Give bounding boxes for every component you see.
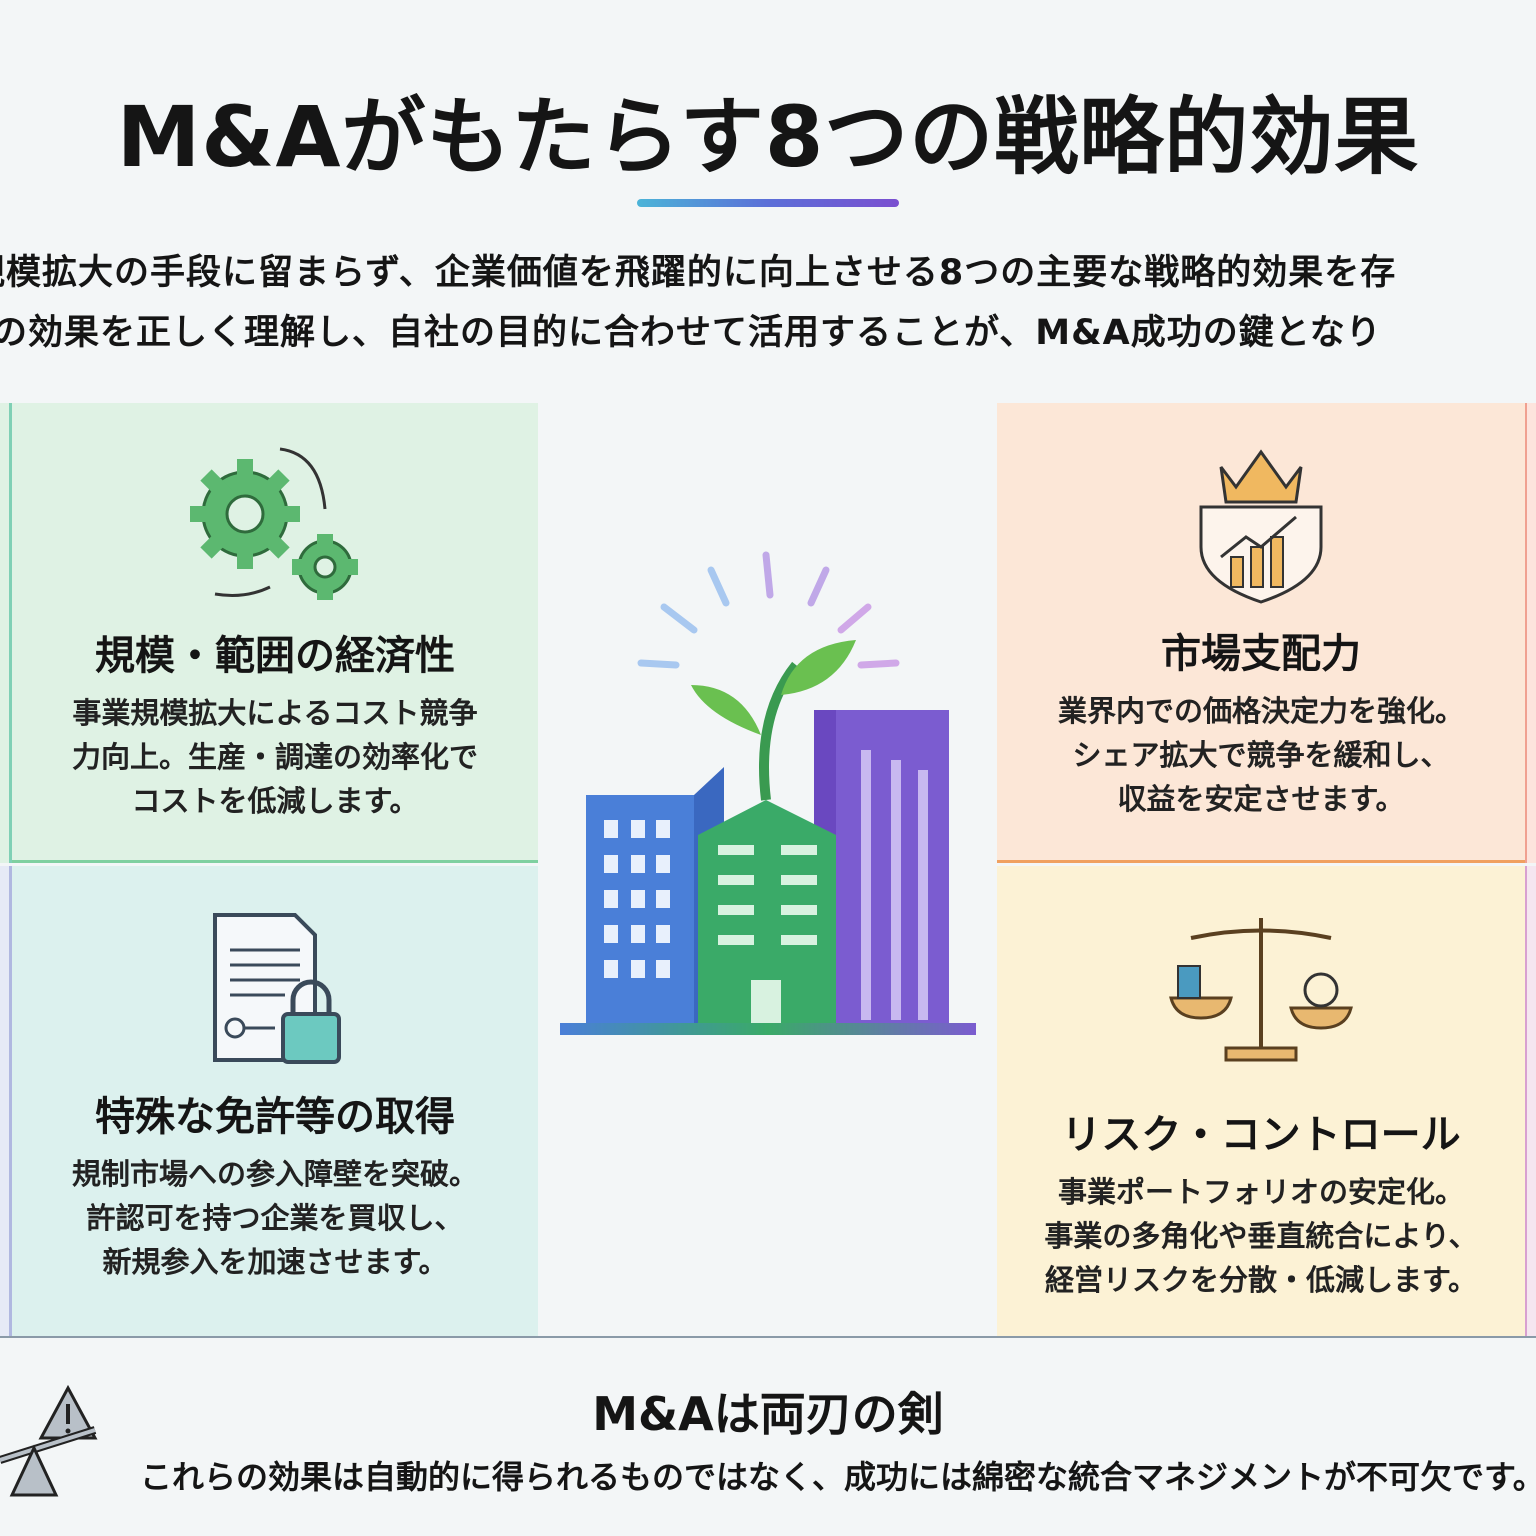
card-market-power: 市場支配力 業界内での価格決定力を強化。シェア拡大で競争を緩和し、収益を安定させ… [997,403,1525,863]
gears-icon [190,447,358,600]
subtitle-line-2: の効果を正しく理解し、自社の目的に合わせて活用することが、M&A成功の鍵となり [0,313,1382,353]
offscreen-card-edge [1524,403,1536,863]
crown-shield-icon [1199,449,1323,604]
balance-scale-icon [1169,918,1353,1062]
card-title: 特殊な免許等の取得 [95,1094,455,1140]
footer-divider [0,1336,1536,1338]
footer-title: M&Aは両刃の剣 [592,1387,944,1441]
card-economies-of-scale: 規模・範囲の経済性 事業規模拡大によるコスト競争力向上。生産・調達の効率化でコス… [12,403,538,863]
subtitle-line-1: 規模拡大の手段に留まらず、企業価値を飛躍的に向上させる8つの主要な戦略的効果を存 [0,253,1397,293]
card-description: 事業規模拡大によるコスト競争力向上。生産・調達の効率化でコストを低減します。 [71,696,478,818]
page-title: M&Aがもたらす8つの戦略的効果 [116,88,1420,186]
card-description: 規制市場への参入障壁を突破。許認可を持つ企業を買収し、新規参入を加速させます。 [71,1157,478,1279]
offscreen-card-edge [0,403,12,863]
title-underline [637,199,899,207]
warning-seesaw-icon [0,1384,98,1497]
footer-text: これらの効果は自動的に得られるものではなく、成功には綿密な統合マネジメントが不可… [140,1458,1536,1496]
growth-buildings-illustration [560,551,976,1035]
card-title: 規模・範囲の経済性 [95,633,455,679]
offscreen-card-edge [0,866,12,1336]
card-description: 業界内での価格決定力を強化。シェア拡大で競争を緩和し、収益を安定させます。 [1057,694,1464,816]
card-title: 市場支配力 [1161,631,1361,677]
offscreen-card-edge [1524,866,1536,1336]
card-risk-control: リスク・コントロール 事業ポートフォリオの安定化。事業の多角化や垂直統合により、… [997,866,1525,1336]
card-title: リスク・コントロール [1061,1112,1461,1158]
card-license-acquisition: 特殊な免許等の取得 規制市場への参入障壁を突破。許認可を持つ企業を買収し、新規参… [12,866,538,1336]
card-description: 事業ポートフォリオの安定化。事業の多角化や垂直統合により、経営リスクを分散・低減… [1044,1175,1478,1297]
document-lock-icon [213,913,341,1064]
